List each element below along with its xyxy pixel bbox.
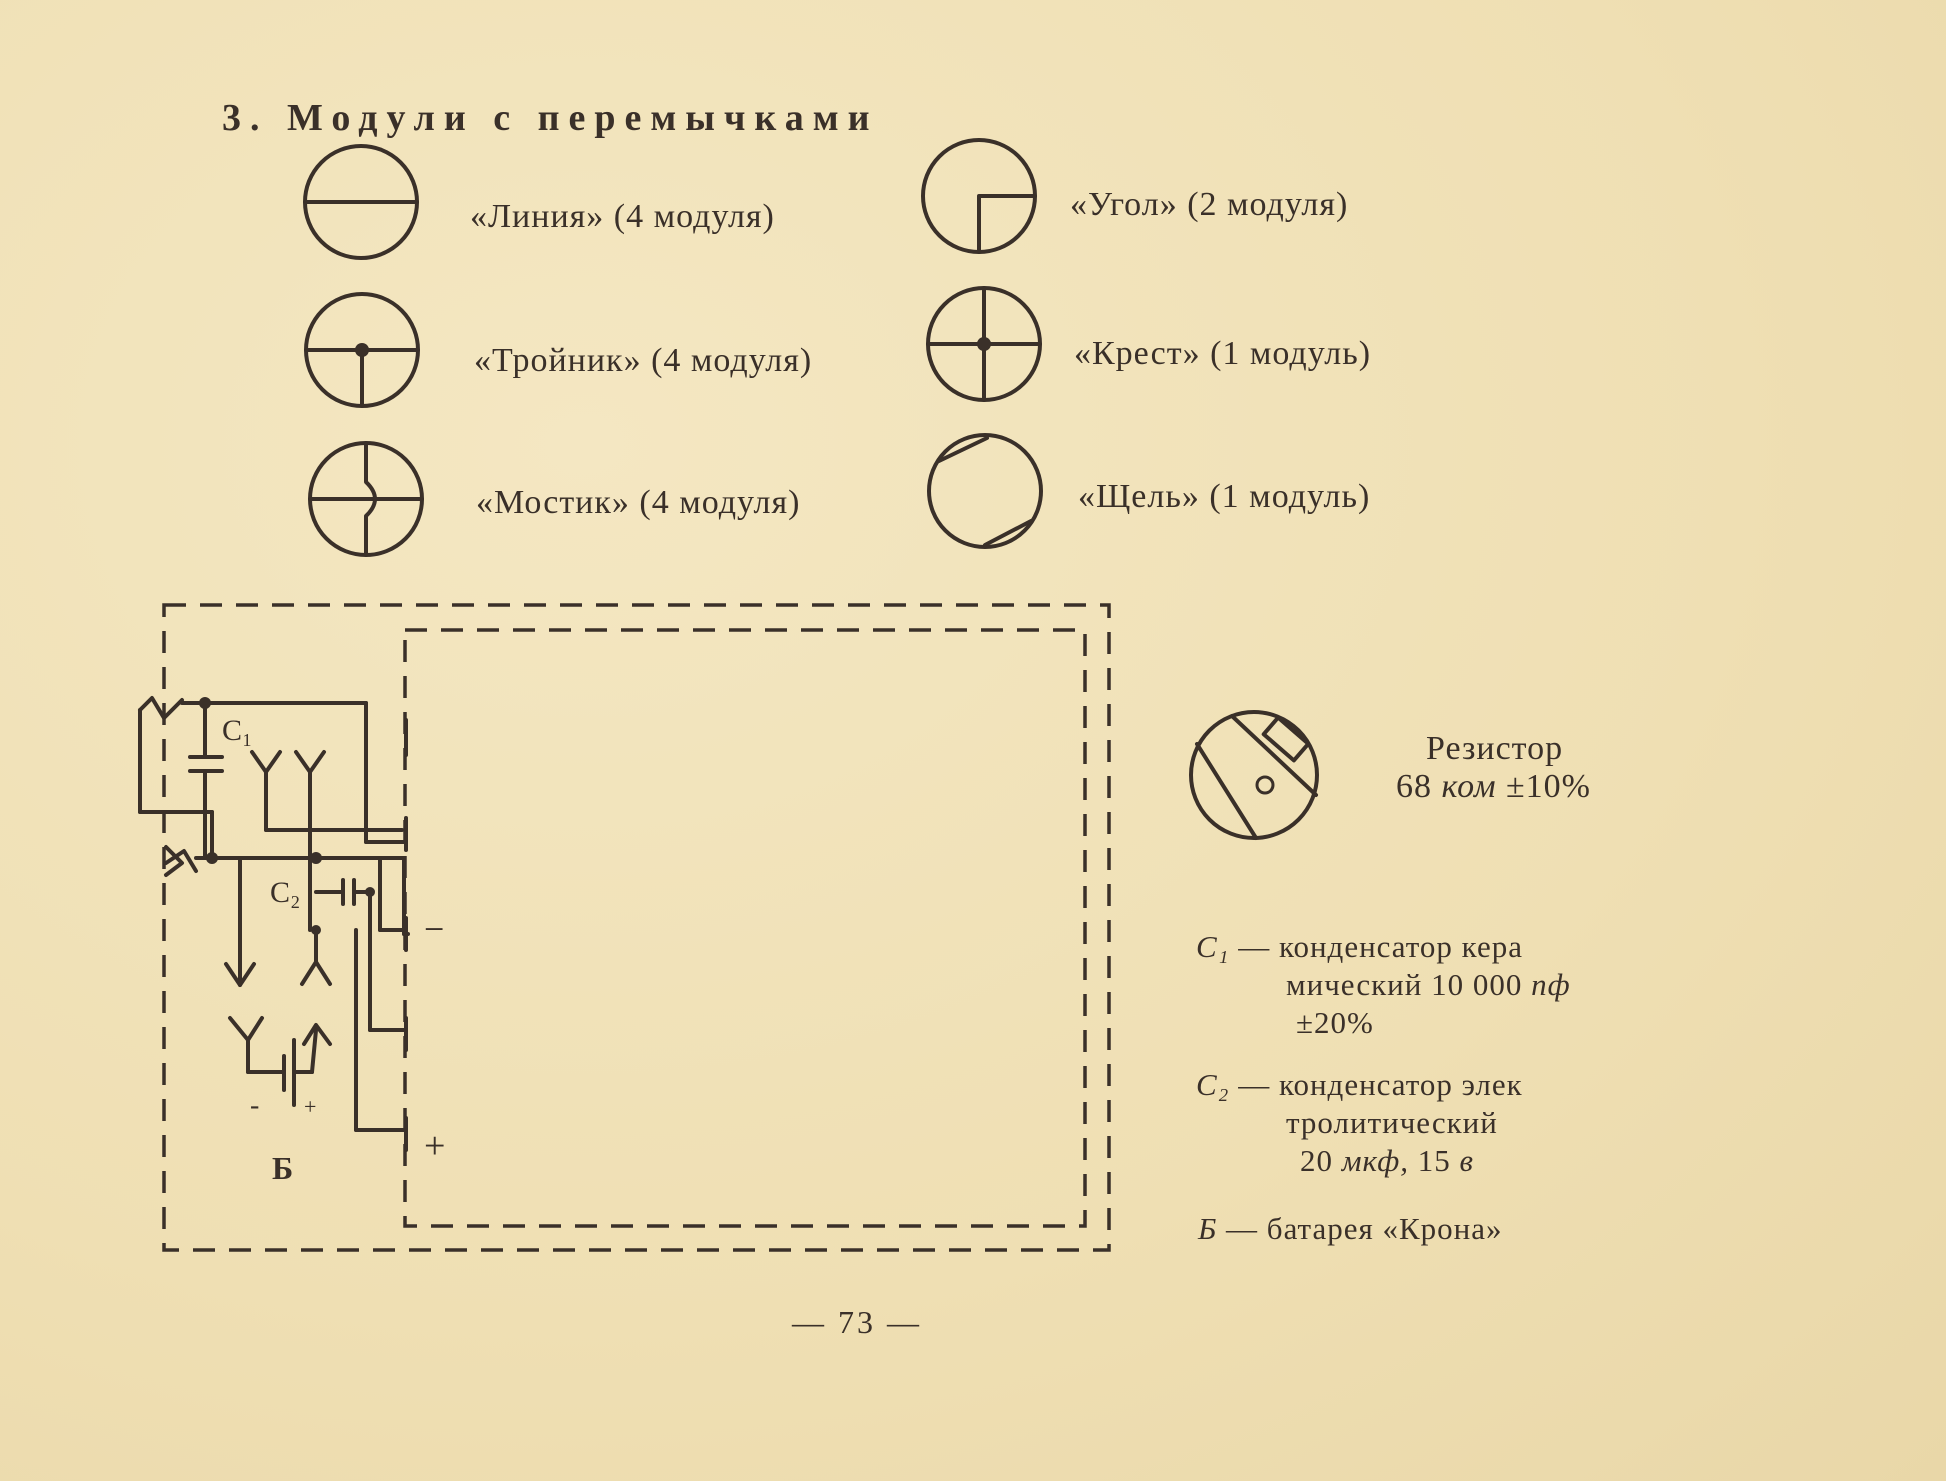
resistor-module-symbol [1189, 710, 1319, 840]
resistor-title: Резистор [1426, 730, 1564, 767]
legend-battery: Б — батарея «Крона» [1198, 1210, 1503, 1248]
battery-minus-label: - [250, 1090, 260, 1121]
legend-c2-line2: тролитический [1286, 1105, 1498, 1140]
legend-c2-value1: 20 [1300, 1143, 1333, 1178]
resistor-value: 68 ком ±10% [1396, 768, 1591, 806]
label-tee-module: «Тройник» (4 модуля) [474, 342, 813, 379]
minus-terminal-label: − [424, 909, 445, 949]
legend-c2-line1: — конденсатор элек [1238, 1067, 1523, 1102]
legend-c1: C₁ — конденсатор кера мический 10 000 пф… [1196, 928, 1571, 1042]
legend-c2-unit1: мкф, [1341, 1143, 1410, 1178]
label-cross-module: «Крест» (1 модуль) [1074, 335, 1372, 372]
resistor-tolerance: ±10% [1506, 768, 1591, 805]
battery-plus-label: + [304, 1094, 317, 1119]
module-line-symbol [303, 144, 419, 260]
c2-schematic-label: C₂ [270, 876, 301, 909]
label-corner-module: «Угол» (2 модуля) [1070, 186, 1349, 223]
legend-c1-unit: пф [1531, 967, 1571, 1002]
legend-c1-line1: — конденсатор кера [1238, 929, 1523, 964]
legend-c2: C₂ — конденсатор элек тролитический 20 м… [1196, 1066, 1523, 1180]
legend-c1-line2: мический 10 000 [1286, 967, 1523, 1002]
section-heading: 3. Модули с перемычками [222, 97, 879, 139]
legend-c1-line3: ±20% [1296, 1005, 1374, 1040]
c1-schematic-label: C₁ [222, 714, 253, 747]
module-corner-symbol [921, 138, 1037, 254]
module-bridge-symbol [308, 441, 424, 557]
page-number: — 73 — [792, 1304, 922, 1340]
legend-c2-value2: 15 [1417, 1143, 1451, 1178]
legend-c2-unit2: в [1459, 1143, 1474, 1178]
label-slot-module: «Щель» (1 модуль) [1078, 478, 1371, 515]
label-line-module: «Линия» (4 модуля) [470, 198, 775, 235]
module-tee-symbol [304, 292, 420, 408]
resistor-unit: ком [1441, 768, 1497, 805]
resistor-value-number: 68 [1396, 768, 1432, 805]
battery-schematic-label: Б [272, 1150, 294, 1186]
circuit-schematic [138, 696, 410, 1152]
legend-c2-symbol: C₂ [1196, 1067, 1230, 1102]
module-slot-symbol [927, 433, 1043, 549]
legend-b-text: — батарея «Крона» [1226, 1211, 1503, 1246]
legend-c1-symbol: C₁ [1196, 929, 1230, 964]
module-cross-symbol [926, 286, 1042, 402]
label-bridge-module: «Мостик» (4 модуля) [476, 484, 801, 521]
legend-b-symbol: Б [1198, 1211, 1218, 1246]
plus-terminal-label: + [424, 1125, 446, 1167]
